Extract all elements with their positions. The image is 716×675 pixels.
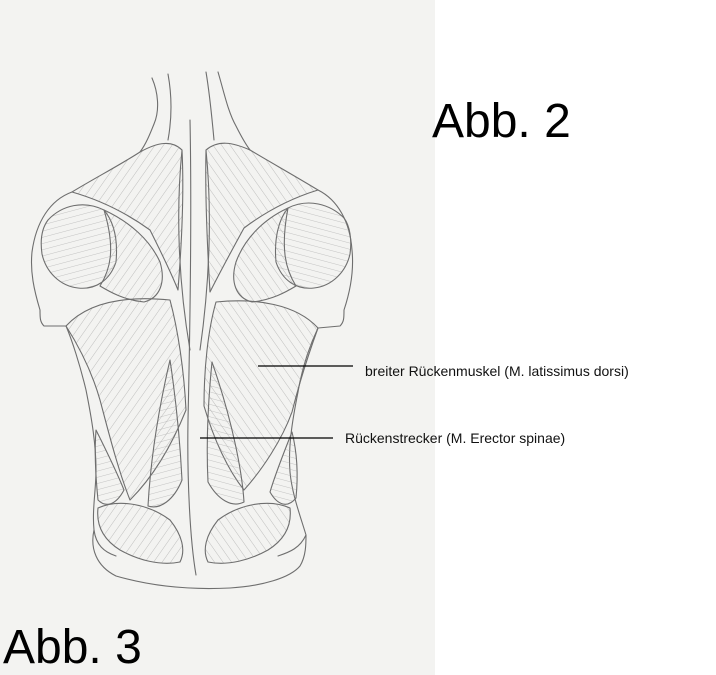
neck-right [218, 72, 250, 150]
figure-label-abb3: Abb. 3 [3, 624, 142, 672]
neck-inner-right [206, 72, 214, 140]
erector-spinae-label: Rückenstrecker (M. Erector spinae) [345, 430, 565, 446]
figure-label-abb2: Abb. 2 [432, 98, 571, 146]
neck-left [140, 78, 158, 152]
latissimus-label: breiter Rückenmuskel (M. latissimus dors… [365, 363, 629, 379]
gluteus-right [205, 503, 290, 563]
neck-inner-left [168, 74, 171, 140]
